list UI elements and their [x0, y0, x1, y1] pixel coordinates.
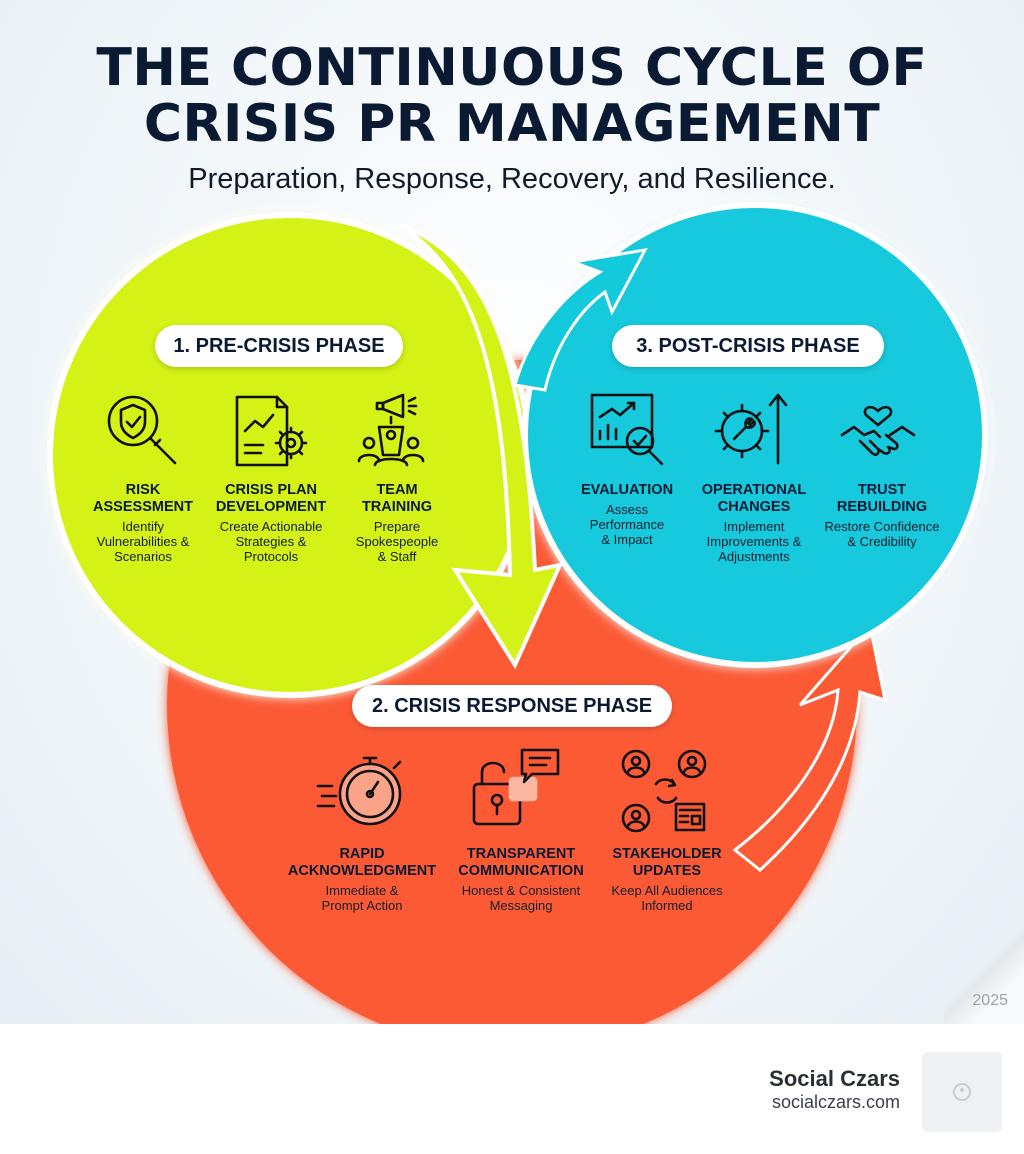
brand-name: Social Czars — [769, 1066, 900, 1091]
stopwatch-icon — [316, 756, 402, 826]
brand-logo[interactable] — [922, 1052, 1002, 1132]
stakeholders-news-icon — [621, 749, 707, 833]
post-crisis-item-operational-changes: OPERATIONAL CHANGES Implement Improvemen… — [689, 476, 819, 564]
infographic-canvas: THE CONTINUOUS CYCLE OF CRISIS PR MANAGE… — [0, 0, 1024, 1024]
title-line-1: THE CONTINUOUS CYCLE OF — [96, 38, 928, 98]
post-crisis-item-trust-rebuilding: TRUST REBUILDING Restore Confidence & Cr… — [817, 476, 947, 549]
item-description: Keep All Audiences Informed — [611, 883, 723, 913]
item-title: TRANSPARENT COMMUNICATION — [458, 846, 584, 879]
handshake-heart-icon — [840, 405, 916, 456]
pre-crisis-item-crisis-plan: CRISIS PLAN DEVELOPMENT Create Actionabl… — [206, 476, 336, 564]
item-title: TEAM TRAINING — [361, 482, 433, 515]
item-description: Prepare Spokespeople & Staff — [355, 519, 439, 564]
arrow-response-to-post — [732, 621, 887, 872]
arrow-pre-to-response — [398, 223, 564, 670]
year-watermark: 2025 — [972, 992, 1008, 1009]
item-description: Identify Vulnerabilities & Scenarios — [96, 519, 190, 564]
pre-crisis-phase-label: 1. PRE-CRISIS PHASE — [155, 325, 403, 367]
unlocked-padlock-chat-icon — [472, 748, 560, 826]
crisis-response-phase-label: 2. CRISIS RESPONSE PHASE — [352, 685, 672, 727]
response-item-rapid-acknowledgment: RAPID ACKNOWLEDGMENT Immediate & Prompt … — [282, 840, 442, 913]
post-crisis-circle — [522, 202, 988, 668]
item-description: Immediate & Prompt Action — [321, 883, 403, 913]
chart-magnifier-icon — [590, 393, 664, 466]
item-description: Honest & Consistent Messaging — [461, 883, 581, 913]
footer — [0, 1024, 1024, 1154]
subtitle: Preparation, Response, Recovery, and Res… — [188, 163, 836, 195]
item-description: Restore Confidence & Credibility — [824, 519, 940, 549]
pre-crisis-item-team-training: TEAM TRAINING Prepare Spokespeople & Sta… — [332, 476, 462, 564]
page-curl — [944, 930, 1024, 1024]
megaphone-team-icon — [357, 393, 425, 467]
logo-icon — [953, 1083, 971, 1101]
item-description: Assess Performance & Impact — [589, 502, 665, 547]
item-title: TRUST REBUILDING — [836, 482, 928, 515]
item-title: RAPID ACKNOWLEDGMENT — [287, 846, 437, 879]
item-title: OPERATIONAL CHANGES — [701, 482, 807, 515]
post-crisis-item-evaluation: EVALUATION Assess Performance & Impact — [562, 476, 692, 547]
item-description: Create Actionable Strategies & Protocols — [219, 519, 323, 564]
item-title: STAKEHOLDER UPDATES — [612, 846, 722, 879]
item-title: EVALUATION — [580, 482, 674, 498]
item-title: CRISIS PLAN DEVELOPMENT — [215, 482, 327, 515]
brand-url[interactable]: socialczars.com — [771, 1092, 900, 1112]
arrow-post-cycle — [513, 248, 648, 392]
pre-crisis-item-risk-assessment: RISK ASSESSMENT Identify Vulnerabilities… — [78, 476, 208, 564]
response-item-stakeholder-updates: STAKEHOLDER UPDATES Keep All Audiences I… — [594, 840, 740, 913]
post-crisis-phase-label: 3. POST-CRISIS PHASE — [612, 325, 884, 367]
title-line-2: CRISIS PR MANAGEMENT — [143, 94, 881, 154]
shield-magnifier-icon — [107, 395, 177, 465]
document-gear-icon — [235, 395, 308, 467]
response-item-transparent-communication: TRANSPARENT COMMUNICATION Honest & Consi… — [446, 840, 596, 913]
item-description: Implement Improvements & Adjustments — [706, 519, 802, 564]
item-title: RISK ASSESSMENT — [93, 482, 193, 515]
gear-wrench-arrow-icon — [714, 393, 788, 465]
